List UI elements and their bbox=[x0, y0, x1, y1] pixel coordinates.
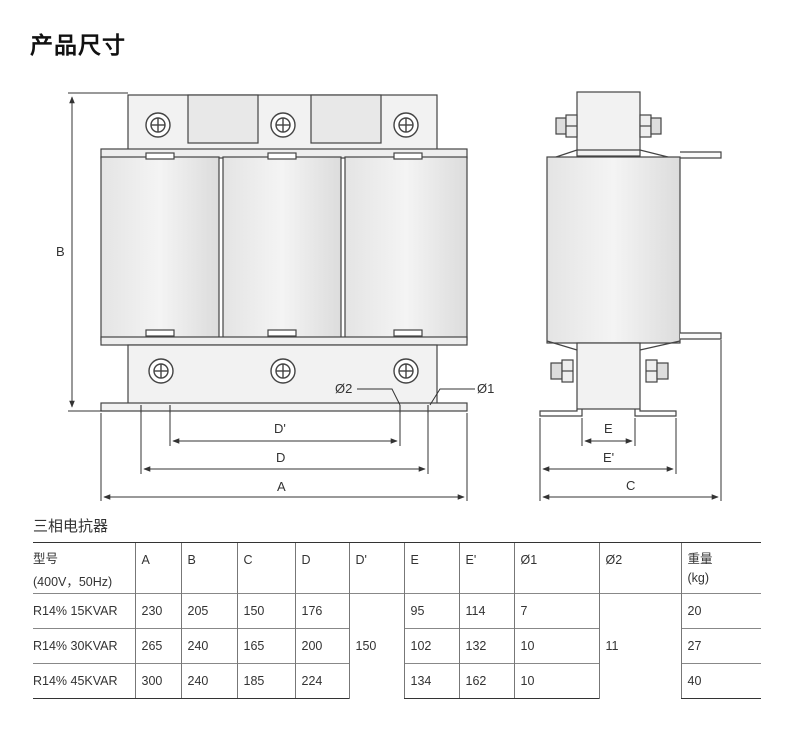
cell-E-prime: 114 bbox=[458, 593, 514, 629]
cell-C: 150 bbox=[236, 593, 295, 629]
header-cell: C bbox=[236, 542, 295, 569]
cell-C: 165 bbox=[236, 628, 295, 664]
dim-label-E: E bbox=[604, 421, 613, 436]
cell-D: 224 bbox=[294, 663, 349, 699]
dim-label-B: B bbox=[56, 244, 65, 259]
side-view bbox=[539, 91, 722, 417]
header-sub-cell: (kg) bbox=[680, 569, 761, 594]
table-row: R14% 30KVAR 265 240 165 200 102 132 10 2… bbox=[33, 628, 761, 664]
cell-weight: 40 bbox=[680, 663, 761, 699]
reactor-dimension-drawing: B D' D A Ø2 Ø1 bbox=[56, 91, 722, 501]
header-cell: E bbox=[403, 542, 459, 569]
cell-D: 176 bbox=[294, 593, 349, 629]
cell-model: R14% 45KVAR bbox=[33, 663, 135, 699]
table-row: R14% 15KVAR 230 205 150 176 150 95 114 7… bbox=[33, 593, 761, 699]
front-view bbox=[100, 94, 468, 413]
header-sub-cell: (400V，50Hz) bbox=[33, 575, 113, 589]
cell-phi1: 7 bbox=[513, 593, 599, 629]
page-title: 产品尺寸 bbox=[30, 33, 126, 59]
dim-label-A: A bbox=[277, 479, 286, 494]
dim-label-phi2: Ø2 bbox=[335, 381, 352, 396]
dim-label-C: C bbox=[626, 478, 635, 493]
header-cell: D' bbox=[348, 542, 404, 569]
cell-B: 205 bbox=[180, 593, 237, 629]
cell-E: 102 bbox=[403, 628, 459, 664]
cell-phi1: 10 bbox=[513, 663, 599, 699]
cell-B: 240 bbox=[180, 628, 237, 664]
cell-model: R14% 15KVAR bbox=[33, 593, 135, 629]
cell-D: 200 bbox=[294, 628, 349, 664]
header-cell: E' bbox=[458, 542, 514, 569]
header-cell: 重量 bbox=[680, 542, 761, 569]
header-cell: Ø1 bbox=[513, 542, 599, 569]
cell-E: 134 bbox=[403, 663, 459, 699]
dim-label-E-prime: E' bbox=[603, 450, 614, 465]
cell-C: 185 bbox=[236, 663, 295, 699]
cell-A: 300 bbox=[134, 663, 181, 699]
section-title: 三相电抗器 bbox=[33, 517, 109, 535]
header-cell: Ø2 bbox=[598, 542, 681, 569]
cell-E-prime: 162 bbox=[458, 663, 514, 699]
cell-phi2-shared: 11 bbox=[598, 593, 681, 699]
cell-phi1: 10 bbox=[513, 628, 599, 664]
dim-label-D-prime: D' bbox=[274, 421, 286, 436]
dim-label-phi1: Ø1 bbox=[477, 381, 494, 396]
cell-B: 240 bbox=[180, 663, 237, 699]
table-row: R14% 45KVAR 300 240 185 224 134 162 10 4… bbox=[33, 663, 761, 699]
cell-E: 95 bbox=[403, 593, 459, 629]
cell-weight: 20 bbox=[680, 593, 761, 629]
cell-D-prime-shared: 150 bbox=[348, 593, 404, 699]
cell-weight: 27 bbox=[680, 628, 761, 664]
header-cell: D bbox=[294, 542, 349, 569]
table-header-row: 型号 A B C D D' E E' Ø1 Ø2 重量 bbox=[33, 542, 761, 569]
table-header-subrow: (400V，50Hz) (kg) bbox=[33, 569, 761, 594]
cell-model: R14% 30KVAR bbox=[33, 628, 135, 664]
header-cell: 型号 bbox=[33, 542, 135, 569]
cell-E-prime: 132 bbox=[458, 628, 514, 664]
spec-table: 型号 A B C D D' E E' Ø1 Ø2 重量 (400V，50Hz) … bbox=[33, 542, 761, 699]
front-dimensions bbox=[68, 92, 475, 501]
cell-A: 230 bbox=[134, 593, 181, 629]
header-cell: B bbox=[180, 542, 237, 569]
dim-label-D: D bbox=[276, 450, 285, 465]
side-dimensions bbox=[539, 340, 722, 501]
cell-A: 265 bbox=[134, 628, 181, 664]
header-cell: A bbox=[134, 542, 181, 569]
